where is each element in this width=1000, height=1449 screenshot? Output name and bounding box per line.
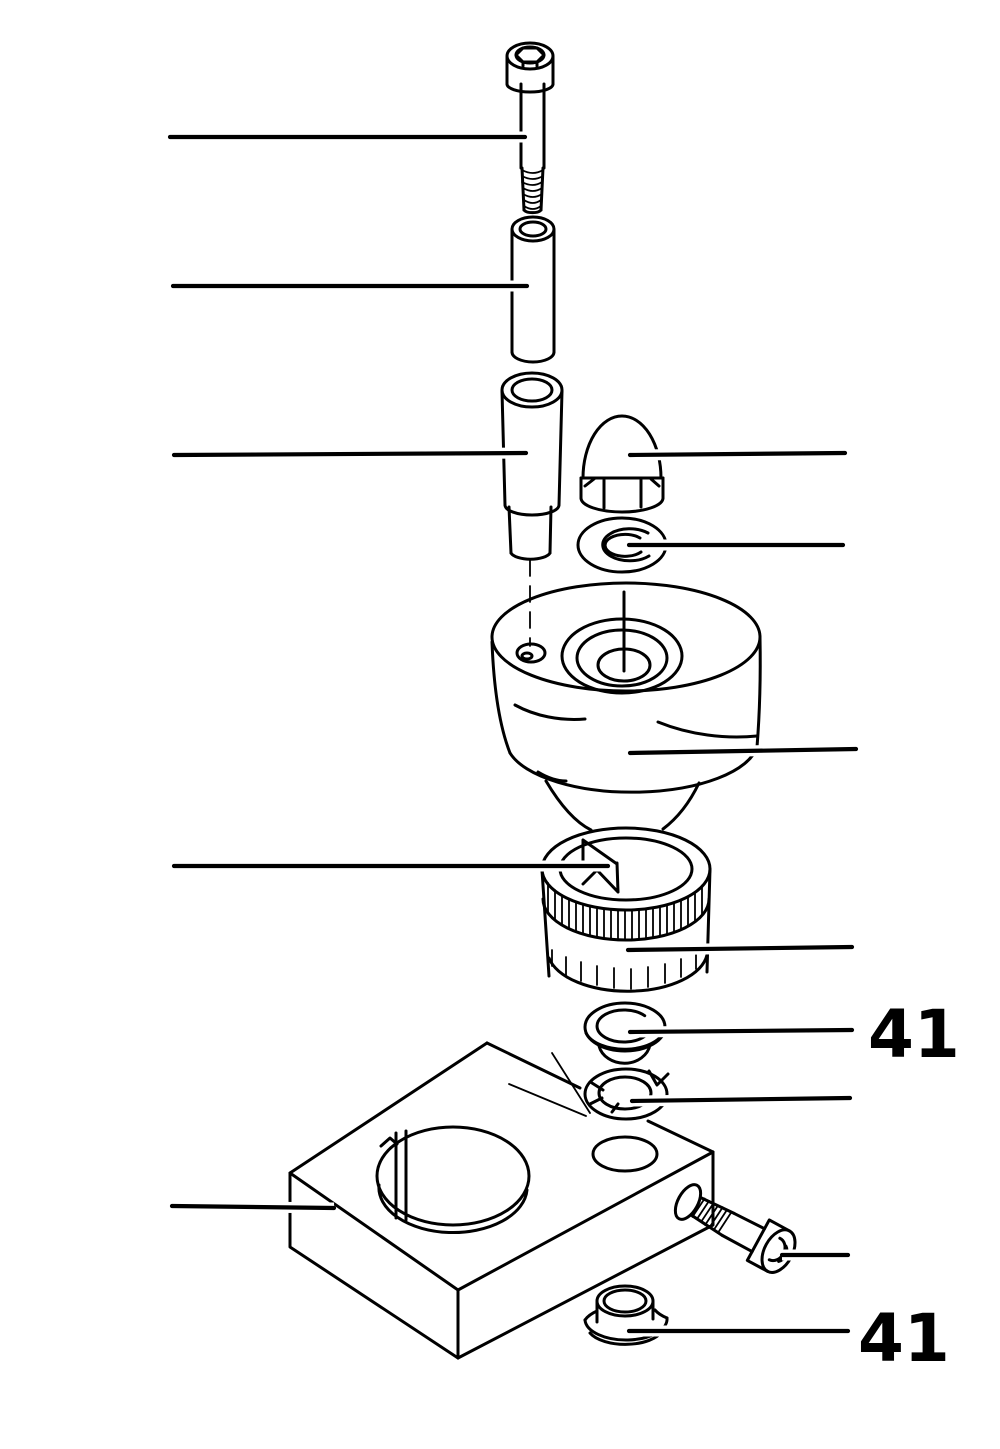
leader-pulley — [627, 743, 859, 759]
leader-bushing-41-upper — [627, 1024, 855, 1038]
leader-acorn-nut — [627, 447, 848, 461]
leader-block — [169, 1200, 337, 1214]
tensioner-pulley — [490, 581, 762, 832]
leader-lines — [167, 131, 859, 1337]
stepped-spacer-bushing — [500, 371, 564, 561]
acorn-nut — [579, 414, 665, 514]
socket-head-cap-screw — [505, 41, 555, 215]
toothed-lock-washer — [583, 1067, 670, 1121]
bore-hole — [375, 1125, 531, 1227]
indicator-wedge — [581, 838, 620, 894]
clamp-bolt — [673, 1183, 797, 1274]
side-hole — [591, 1135, 659, 1173]
leader-knurled-cup — [625, 941, 855, 956]
knurled-cup — [540, 826, 712, 993]
clamp-slot — [508, 1052, 591, 1117]
spacer-sleeve — [510, 215, 556, 364]
leader-stepped-bushing — [171, 447, 529, 461]
knurling — [547, 882, 703, 990]
leader-lock-washer — [629, 1092, 853, 1107]
flanged-bushing-bottom — [583, 1284, 669, 1346]
callout-41-upper: 41 — [868, 996, 960, 1073]
screw-threads — [521, 169, 544, 210]
callout-41-lower: 41 — [858, 1300, 950, 1377]
